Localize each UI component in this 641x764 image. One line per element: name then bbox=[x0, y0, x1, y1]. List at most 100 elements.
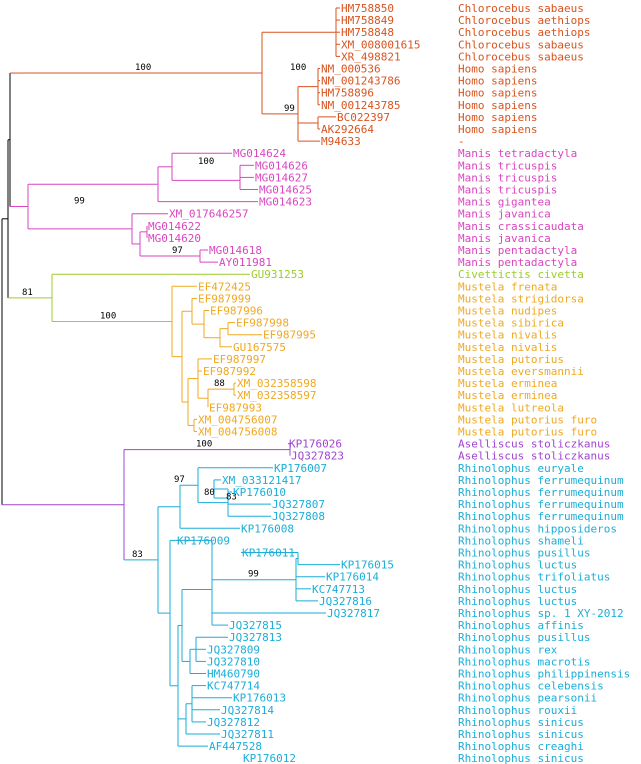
tip-accession: EF472425 bbox=[198, 280, 251, 293]
tip-accession: MG014622 bbox=[148, 220, 201, 233]
tip-species: Rhinolophus trifoliatus bbox=[458, 571, 610, 584]
tip-species: Mustela erminea bbox=[458, 377, 557, 390]
tip-species: Rhinolophus philippinensis bbox=[458, 668, 630, 681]
tip-accession: MG014618 bbox=[209, 244, 262, 257]
tip-accession: JQ327823 bbox=[291, 450, 344, 463]
tip-accession: EF987996 bbox=[210, 305, 263, 318]
tip-accession: HM758849 bbox=[341, 14, 394, 27]
tip-accession: KP176010 bbox=[233, 486, 286, 499]
tip-species: Rhinolophus ferrumequinum bbox=[458, 510, 624, 523]
support-value: 100 bbox=[198, 157, 214, 167]
tip-species: Mustela eversmannii bbox=[458, 365, 584, 378]
tip-accession: XM_004756008 bbox=[198, 426, 277, 439]
tip-accession: EF987997 bbox=[213, 353, 266, 366]
tip-species: Homo sapiens bbox=[458, 123, 537, 136]
support-value: 99 bbox=[248, 570, 259, 580]
tip-accession: MG014620 bbox=[148, 232, 201, 245]
support-value: 99 bbox=[74, 197, 85, 207]
tip-species: Rhinolophus macrotis bbox=[458, 655, 590, 668]
support-value: 97 bbox=[174, 475, 185, 485]
tip-species: Rhinolophus sinicus bbox=[458, 752, 584, 764]
tip-species: Rhinolophus creaghi bbox=[458, 740, 584, 753]
tip-accession: KC747714 bbox=[207, 680, 260, 693]
support-value: 81 bbox=[22, 288, 33, 298]
tip-accession: EF987992 bbox=[203, 365, 256, 378]
tip-accession: EF987998 bbox=[236, 317, 289, 330]
tip-accession: KP176014 bbox=[326, 571, 379, 584]
tip-species: Rhinolophus celebensis bbox=[458, 680, 604, 693]
tip-accession: KP176013 bbox=[233, 692, 286, 705]
tip-accession: M94633 bbox=[321, 135, 361, 148]
tree-edges bbox=[1, 7, 340, 747]
tip-accession: HM758848 bbox=[341, 26, 394, 39]
tip-species: Mustela putorius furo bbox=[458, 426, 597, 439]
tip-accession: JQ327807 bbox=[272, 498, 325, 511]
tip-species: - bbox=[458, 135, 465, 148]
tip-species: Rhinolophus luctus bbox=[458, 595, 577, 608]
tip-accession: KP176026 bbox=[289, 438, 342, 451]
support-value: 100 bbox=[196, 440, 212, 450]
tip-species: Manis gigantea bbox=[458, 196, 551, 209]
tip-species: Rhinolophus sinicus bbox=[458, 716, 584, 729]
tip-accession: AY011981 bbox=[219, 256, 272, 269]
tip-species: Rhinolophus euryale bbox=[458, 462, 584, 475]
tip-accession: NM_000536 bbox=[321, 63, 381, 76]
tip-accession: GU167575 bbox=[233, 341, 286, 354]
tip-accession: AF447528 bbox=[209, 740, 262, 753]
support-value: 80 bbox=[204, 488, 215, 498]
tip-species: Civettictis civetta bbox=[458, 268, 584, 281]
tip-species: Mustela nivalis bbox=[458, 329, 557, 342]
tip-accession: JQ327811 bbox=[221, 728, 274, 741]
tip-accession: KP176007 bbox=[274, 462, 327, 475]
tip-accession: MG014626 bbox=[255, 159, 308, 172]
tip-species: Chlorocebus sabaeus bbox=[458, 38, 584, 51]
tip-accession: BC022397 bbox=[337, 111, 390, 124]
tip-species: Mustela lutreola bbox=[458, 401, 564, 414]
tip-species: Rhinolophus sinicus bbox=[458, 728, 584, 741]
tip-accession: HM758850 bbox=[341, 2, 394, 15]
tip-species: Homo sapiens bbox=[458, 111, 537, 124]
tip-accession: KP176011 bbox=[242, 547, 295, 560]
support-value: 97 bbox=[172, 246, 183, 256]
tip-species: Rhinolophus shameli bbox=[458, 534, 584, 547]
tip-species: Rhinolophus luctus bbox=[458, 583, 577, 596]
tip-accession: NM_001243785 bbox=[321, 99, 400, 112]
tip-accession: EF987999 bbox=[198, 292, 251, 305]
tip-accession: MG014625 bbox=[259, 184, 312, 197]
tip-accession: KP176009 bbox=[177, 534, 230, 547]
tip-species: Homo sapiens bbox=[458, 99, 537, 112]
support-value: 99 bbox=[284, 104, 295, 114]
tip-species: Mustela nudipes bbox=[458, 305, 557, 318]
support-value: 88 bbox=[214, 379, 225, 389]
tip-accession: KP176008 bbox=[241, 522, 294, 535]
tip-species: Aselliscus stoliczkanus bbox=[458, 438, 610, 451]
tip-species: Mustela nivalis bbox=[458, 341, 557, 354]
tip-species: Manis pentadactyla bbox=[458, 256, 577, 269]
tip-accession: XM_032358597 bbox=[237, 389, 316, 402]
tip-accession: EF987995 bbox=[263, 329, 316, 342]
tip-accession: NM_001243786 bbox=[321, 75, 400, 88]
tip-accession: XM_032358598 bbox=[237, 377, 316, 390]
tip-species: Rhinolophus ferrumequinum bbox=[458, 474, 624, 487]
tip-accession: JQ327812 bbox=[207, 716, 260, 729]
tip-accession: JQ327813 bbox=[229, 631, 282, 644]
support-value: 100 bbox=[290, 63, 306, 73]
tip-accession: JQ327808 bbox=[272, 510, 325, 523]
tip-species: Mustela putorius furo bbox=[458, 413, 597, 426]
tip-accession: JQ327816 bbox=[319, 595, 372, 608]
tip-accession: JQ327814 bbox=[221, 704, 274, 717]
tip-species: Chlorocebus aethiops bbox=[458, 26, 590, 39]
tip-species: Manis tricuspis bbox=[458, 159, 557, 172]
tip-accession: MG014627 bbox=[255, 171, 308, 184]
tip-species: Mustela frenata bbox=[458, 280, 557, 293]
tip-species: Rhinolophus ferrumequinum bbox=[458, 486, 624, 499]
tip-species: Rhinolophus affinis bbox=[458, 619, 584, 632]
tip-accession: JQ327815 bbox=[229, 619, 282, 632]
tip-species: Manis pentadactyla bbox=[458, 244, 577, 257]
tip-accession: XM_004756007 bbox=[198, 413, 277, 426]
tip-species: Aselliscus stoliczkanus bbox=[458, 450, 610, 463]
tip-species: Manis javanica bbox=[458, 232, 551, 245]
tip-accession: KC747713 bbox=[312, 583, 365, 596]
tip-accession: EF987993 bbox=[209, 401, 262, 414]
